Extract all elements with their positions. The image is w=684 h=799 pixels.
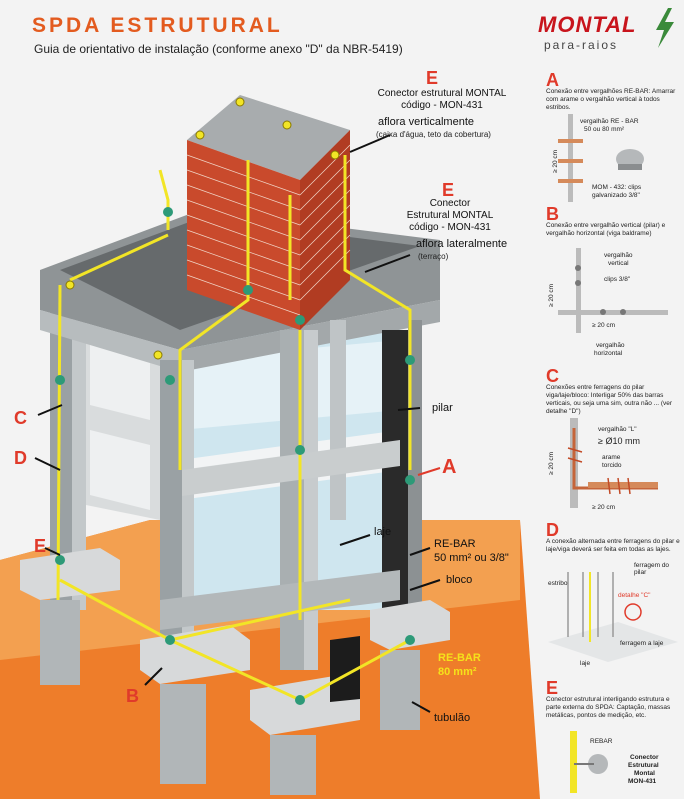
logo-main: MONTAL	[538, 12, 637, 37]
callout-e-top-letter: E	[426, 68, 439, 88]
panel-c-text: Conexões entre ferragens do pilar viga/l…	[546, 384, 673, 415]
label-rebar-size: 50 mm² ou 3/8"	[434, 552, 509, 564]
panel-d-text: A conexão alternada entre ferragens do p…	[546, 538, 680, 553]
callout-e-mid-line2: Estrutural MONTAL	[406, 210, 494, 221]
panel-a-figure	[558, 114, 644, 202]
panel-b-lbl6: vergalhão	[596, 342, 625, 349]
callout-e-top: Conector estrutural MONTAL código - MON-…	[362, 88, 522, 112]
panel-c-lbl2: ≥ Ø10 mm	[598, 436, 640, 446]
panel-e-figure	[570, 731, 608, 793]
panel-e-lbl1: REBAR	[590, 738, 613, 745]
label-a: A	[442, 456, 457, 478]
callout-e-top-line1: Conector estrutural MONTAL	[377, 88, 507, 99]
label-rebar80: RE-BAR	[438, 652, 481, 664]
lightning-icon	[656, 8, 674, 48]
panel-e-lbl4: Montal	[634, 770, 655, 777]
panel-c-lbl4: torcido	[602, 462, 622, 469]
panel-e-lbl2: Conector	[630, 754, 659, 761]
panel-c-figure	[567, 418, 658, 508]
panel-d-lbl2: ferragem do pilar	[634, 562, 670, 576]
panel-e-lbl5: MON-431	[628, 778, 657, 785]
panel-b-letter: B	[546, 204, 559, 224]
panel-c-letter: C	[546, 366, 559, 386]
callout-e-top-line3: aflora verticalmente	[378, 116, 474, 128]
label-e-left: E	[34, 536, 47, 556]
page-subtitle: Guia de orientativo de instalação (confo…	[34, 42, 403, 56]
panel-c-lbl5: ≥ 20 cm	[548, 451, 556, 476]
panel-b-lbl5: ≥ 20 cm	[592, 322, 616, 329]
panel-a-lbl5: galvanizado 3/8"	[592, 192, 640, 199]
panel-c-lbl6: ≥ 20 cm	[592, 504, 616, 511]
panel-d-lbl4: ferragem a laje	[620, 640, 664, 647]
panel-d-figure	[548, 572, 678, 662]
panel-c-lbl1: vergalhão "L"	[598, 426, 637, 433]
callout-e-mid-line5: (terraço)	[418, 252, 449, 261]
panel-b-lbl2: vertical	[608, 260, 629, 267]
panel-a-text: Conexão entre vergalhões RE-BAR: Amarrar…	[546, 88, 676, 111]
panel-a-letter: A	[546, 70, 559, 90]
panel-b-figure	[558, 248, 668, 333]
callout-e-mid-letter: E	[442, 180, 455, 200]
label-tubulao: tubulão	[434, 712, 471, 724]
callout-e-top-line2: código - MON-431	[401, 100, 483, 111]
panel-b-lbl3: clips 3/8"	[604, 276, 631, 283]
label-rebar80-size: 80 mm²	[438, 666, 477, 678]
label-b: B	[126, 686, 139, 706]
panel-a-lbl3: ≥ 20 cm	[552, 149, 560, 174]
panel-a-lbl4: MOM - 432: clips	[592, 184, 642, 191]
callout-e-mid-line3: código - MON-431	[409, 222, 491, 233]
label-c: C	[14, 408, 27, 428]
panel-a-lbl1: vergalhão RE - BAR	[580, 118, 639, 125]
label-bloco: bloco	[446, 574, 473, 586]
panel-d-lbl3: detalhe "C"	[618, 592, 651, 599]
label-d: D	[14, 448, 27, 468]
callout-e-mid-line1: Conector	[429, 198, 471, 209]
label-pilar: pilar	[432, 402, 453, 414]
panel-b-text: Conexão entre vergalhão vertical (pilar)…	[546, 222, 666, 237]
label-laje: laje	[374, 526, 392, 538]
panel-b-lbl1: vergalhão	[604, 252, 633, 259]
montal-logo: MONTAL para-raios	[538, 8, 678, 58]
page-title: SPDA ESTRUTURAL	[32, 14, 283, 37]
panel-e-letter: E	[546, 678, 559, 698]
panel-a-lbl2: 50 ou 80 mm²	[584, 126, 625, 133]
label-rebar: RE-BAR	[434, 538, 476, 550]
panel-e-text: Conector estrutural interligando estrutu…	[546, 696, 671, 719]
panel-d-letter: D	[546, 520, 559, 540]
panel-b-lbl7: horizontal	[594, 350, 623, 357]
panel-c-lbl3: arame	[602, 454, 621, 461]
callout-e-top-line4: (caixa d'água, teto da cobertura)	[376, 130, 491, 139]
callout-e-mid: Conector Estrutural MONTAL código - MON-…	[398, 198, 502, 234]
logo-sub: para-raios	[544, 38, 619, 52]
panel-e-lbl3: Estrutural	[628, 762, 659, 769]
callout-e-mid-line4: aflora lateralmente	[416, 238, 508, 250]
panel-b-lbl4: ≥ 20 cm	[548, 283, 556, 308]
panel-d-lbl1: estribo	[548, 580, 568, 587]
panel-d-lbl5: laje	[580, 660, 591, 667]
